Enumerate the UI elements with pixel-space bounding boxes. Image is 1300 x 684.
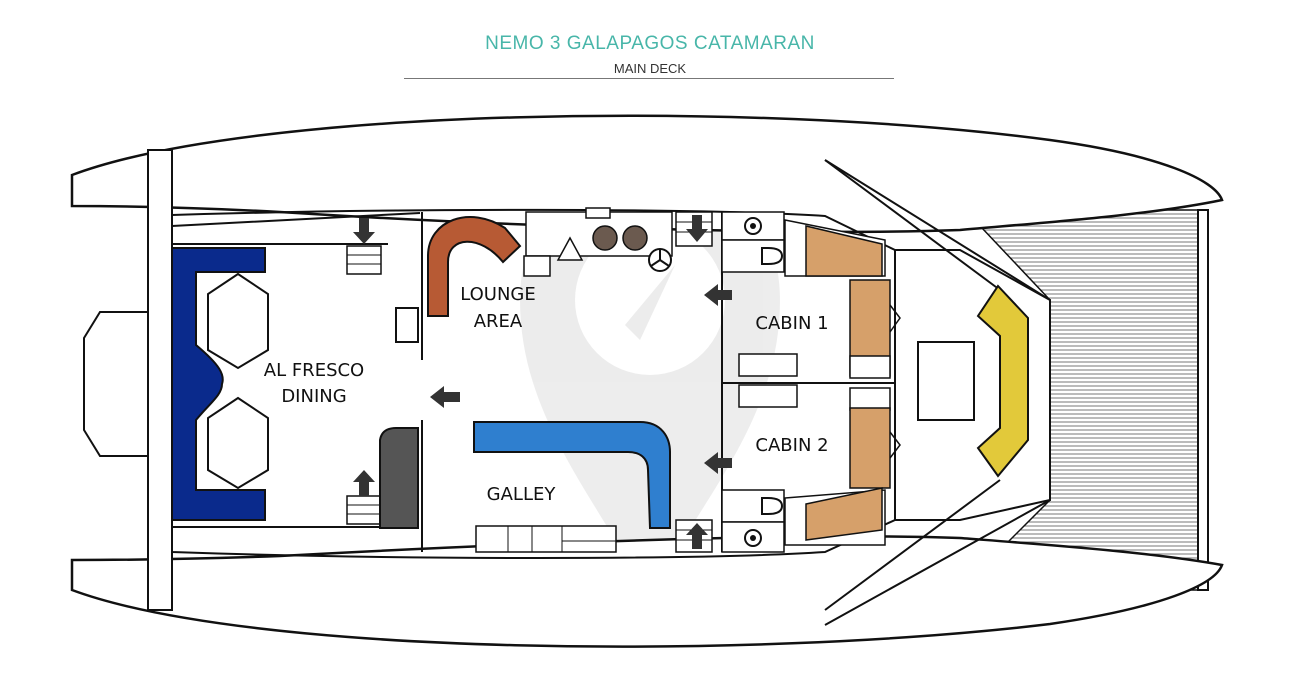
cabin-window-bottom [889,431,901,459]
bow-line-bottom [824,479,1001,611]
helm-icon [648,248,672,272]
console-box [585,207,611,219]
helm-seat [592,225,618,251]
arrow-icon [704,284,732,306]
console-triangle [556,236,584,261]
galley-counter [473,421,671,529]
label-cabin-2: CABIN 2 [755,435,828,456]
lounge-sofa [427,216,522,317]
bow-seat [976,284,1029,478]
toilet-icon [744,217,784,265]
interior-walls [172,212,895,552]
cabin-window-top [889,304,901,333]
helm-seat [622,225,648,251]
bow-line-top [824,159,1001,291]
compass-watermark-icon [520,160,780,600]
label-al-fresco-line2: DINING [281,386,346,407]
stern-post [147,149,173,611]
dining-table-bottom [207,396,269,490]
arrow-icon [686,215,708,242]
dining-bench [171,247,266,521]
title-divider [404,78,894,79]
side-table [395,307,419,343]
page-subtitle: MAIN DECK [613,61,687,76]
label-cabin-1: CABIN 1 [755,313,828,334]
toilet-icon [744,497,784,547]
stern-step [83,311,149,457]
arrow-icon [430,386,460,408]
arrow-icon [686,523,708,549]
label-lounge-line2: AREA [474,311,523,332]
header: NEMO 3 GALAPAGOS CATAMARAN MAIN DECK [0,0,1300,90]
page-title: NEMO 3 GALAPAGOS CATAMARAN [485,33,815,54]
cabin2-desk [738,384,798,408]
cabin1-desk [738,353,798,377]
label-lounge-line1: LOUNGE [460,284,536,305]
console-small-box [523,255,551,277]
label-al-fresco-line1: AL FRESCO [264,360,364,381]
arrow-icon [704,452,732,474]
bow-net-post [1197,209,1209,591]
label-galley: GALLEY [487,484,557,505]
galley-cabinets [475,525,617,553]
bunks [784,219,891,546]
hull-bottom [70,535,1224,648]
arrow-icon [353,470,375,496]
stairs-aft-top [346,245,382,275]
arrow-icon [353,218,375,244]
stove [379,427,419,529]
dining-table-top [207,272,269,370]
bow-hatch [917,341,975,421]
stairs-aft-bottom [346,495,382,525]
